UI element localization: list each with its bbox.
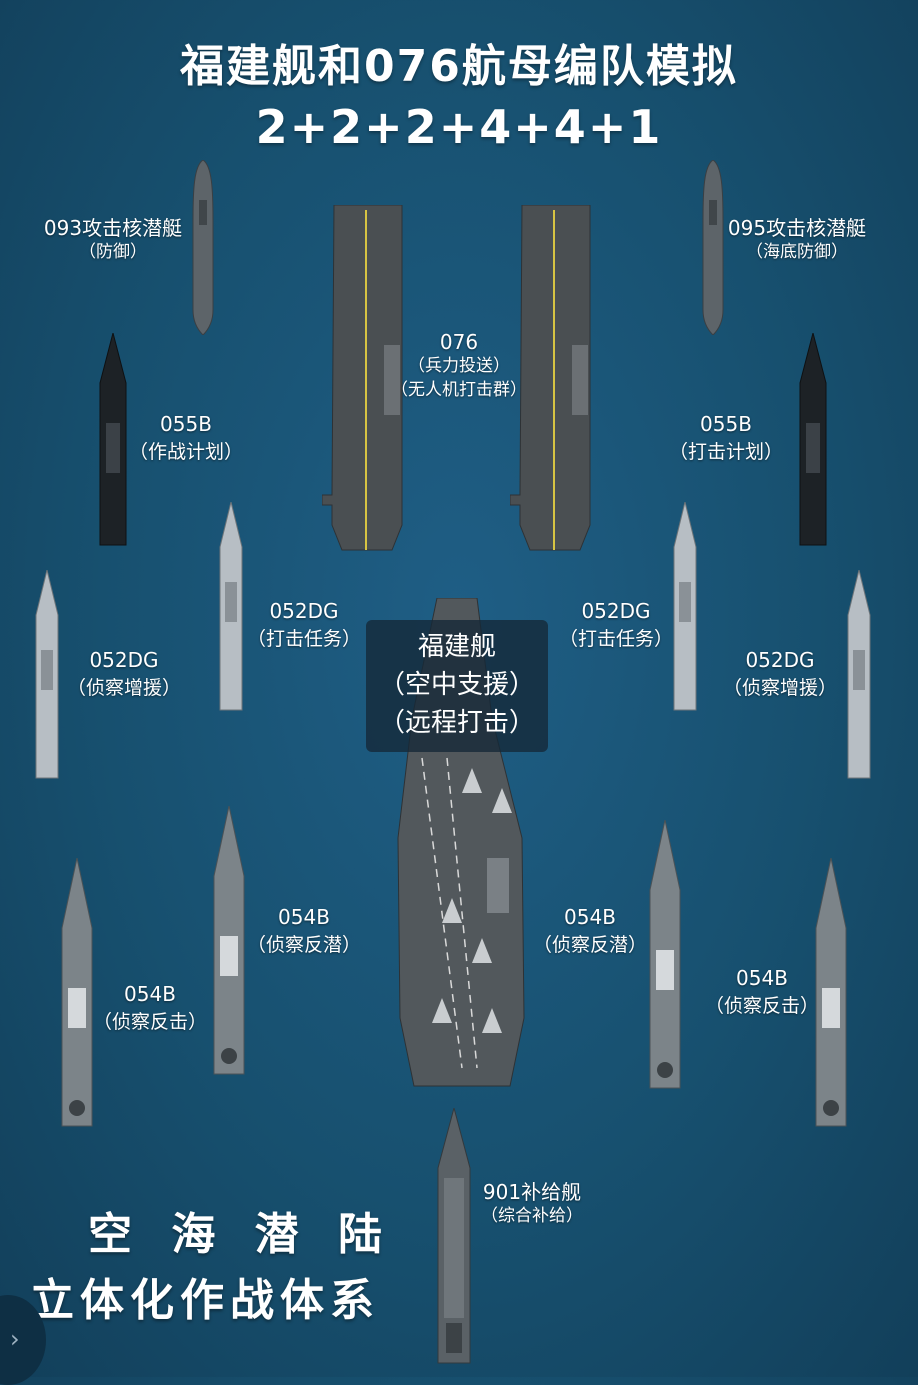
chevron-right-icon: › <box>10 1325 20 1353</box>
label-name: 054B <box>124 982 176 1006</box>
carrier-label-box: 福建舰 （空中支援） （远程打击） <box>366 620 548 752</box>
label-role: （防御） <box>79 242 147 262</box>
destroyer-052dg-outer-right <box>847 570 871 779</box>
label-supply901: 901补给舰 （综合补给） <box>470 1180 594 1228</box>
label-name: 052DG <box>89 648 159 672</box>
frigate-054b-outer-left <box>61 858 93 1127</box>
supply-ship-901 <box>437 1108 471 1364</box>
label-role: （打击任务） <box>246 628 361 650</box>
label-052dg-outer-left: 052DG （侦察增援） <box>62 646 186 702</box>
submarine-093 <box>192 160 214 335</box>
label-role: （兵力投送） <box>408 356 510 376</box>
label-role: （侦察增援） <box>722 677 837 699</box>
label-role: （侦察反潜） <box>532 934 647 956</box>
destroyer-055b-right <box>799 333 827 546</box>
label-name: 054B <box>564 905 616 929</box>
label-name: 052DG <box>581 599 651 623</box>
submarine-095 <box>702 160 724 335</box>
label-name: 054B <box>278 905 330 929</box>
lhd-076-left <box>322 205 403 551</box>
frigate-054b-inner-right <box>649 820 681 1089</box>
label-name: 055B <box>700 412 752 436</box>
label-052dg-inner-right: 052DG （打击任务） <box>556 597 676 653</box>
destroyer-052dg-outer-left <box>35 570 59 779</box>
label-role: （综合补给） <box>481 1206 583 1226</box>
label-role: （侦察反潜） <box>246 934 361 956</box>
label-054b-inner-left: 054B （侦察反潜） <box>244 903 364 959</box>
label-054b-inner-right: 054B （侦察反潜） <box>530 903 650 959</box>
page-subtitle: 2+2+2+4+4+1 <box>255 100 663 154</box>
label-name: 054B <box>736 966 788 990</box>
label-name: 901补给舰 <box>482 1180 582 1204</box>
label-054b-outer-left: 054B （侦察反击） <box>90 980 210 1036</box>
label-role: （侦察增援） <box>66 677 181 699</box>
label-sub093: 093攻击核潜艇 （防御） <box>38 216 188 264</box>
label-055b-right: 055B （打击计划） <box>666 410 786 466</box>
destroyer-055b-left <box>99 333 127 546</box>
frigate-054b-outer-right <box>815 858 847 1127</box>
label-role: （侦察反击） <box>704 995 819 1017</box>
label-name: 052DG <box>269 599 339 623</box>
page-title: 福建舰和076航母编队模拟 <box>180 41 738 92</box>
label-role: （打击计划） <box>668 441 783 463</box>
label-lhd076: 076 （兵力投送） （无人机打击群） <box>379 330 539 402</box>
label-role: （海底防御） <box>746 242 848 262</box>
slogan-line1: 空 海 潜 陆 <box>88 1209 394 1260</box>
label-name: 076 <box>439 330 479 354</box>
label-055b-left: 055B （作战计划） <box>126 410 246 466</box>
label-role: （远程打击） <box>378 708 535 738</box>
label-name: 095攻击核潜艇 <box>727 216 867 240</box>
label-role: （无人机打击群） <box>391 380 527 400</box>
label-sub095: 095攻击核潜艇 （海底防御） <box>722 216 872 264</box>
lhd-076-right <box>510 205 591 551</box>
label-052dg-inner-left: 052DG （打击任务） <box>244 597 364 653</box>
label-name: 093攻击核潜艇 <box>43 216 183 240</box>
label-name: 055B <box>160 412 212 436</box>
label-role: （打击任务） <box>558 628 673 650</box>
label-name: 052DG <box>745 648 815 672</box>
label-role: （侦察反击） <box>92 1011 207 1033</box>
destroyer-052dg-inner-right <box>673 502 697 711</box>
frigate-054b-inner-left <box>213 806 245 1075</box>
label-role: （作战计划） <box>128 441 243 463</box>
label-role: （空中支援） <box>378 670 535 700</box>
destroyer-052dg-inner-left <box>219 502 243 711</box>
label-054b-outer-right: 054B （侦察反击） <box>702 964 822 1020</box>
label-052dg-outer-right: 052DG （侦察增援） <box>718 646 842 702</box>
label-name: 福建舰 <box>417 632 496 662</box>
slogan-line2: 立体化作战体系 <box>30 1275 380 1326</box>
